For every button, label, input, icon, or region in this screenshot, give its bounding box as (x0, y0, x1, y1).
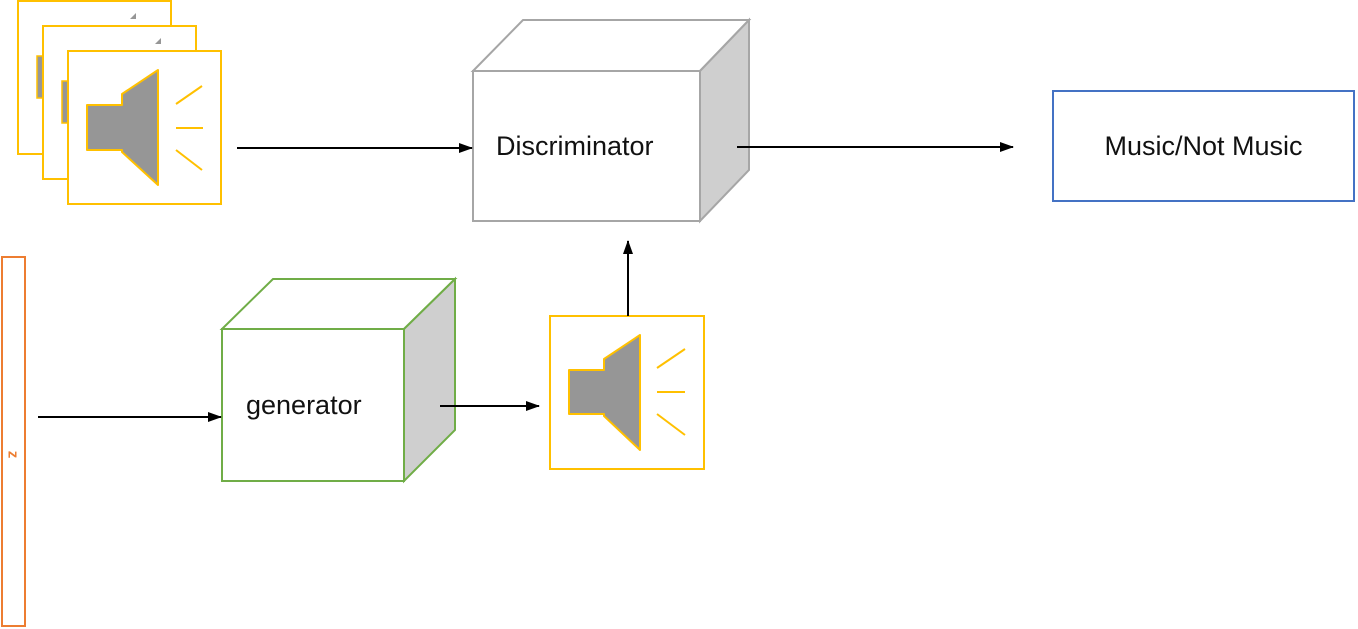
generator-label: generator (246, 390, 362, 420)
output-box: Music/Not Music (1052, 90, 1355, 202)
output-label: Music/Not Music (1104, 130, 1303, 161)
noise-vector (1, 256, 26, 627)
real-samples-stack (17, 0, 222, 205)
speaker-icon (568, 334, 686, 451)
noise-label: z (4, 450, 22, 459)
generator-cube (219, 276, 458, 484)
speaker-icon (86, 69, 203, 186)
generated-sample (549, 315, 705, 470)
discriminator-cube (470, 17, 752, 224)
discriminator-label: Discriminator (496, 131, 654, 161)
